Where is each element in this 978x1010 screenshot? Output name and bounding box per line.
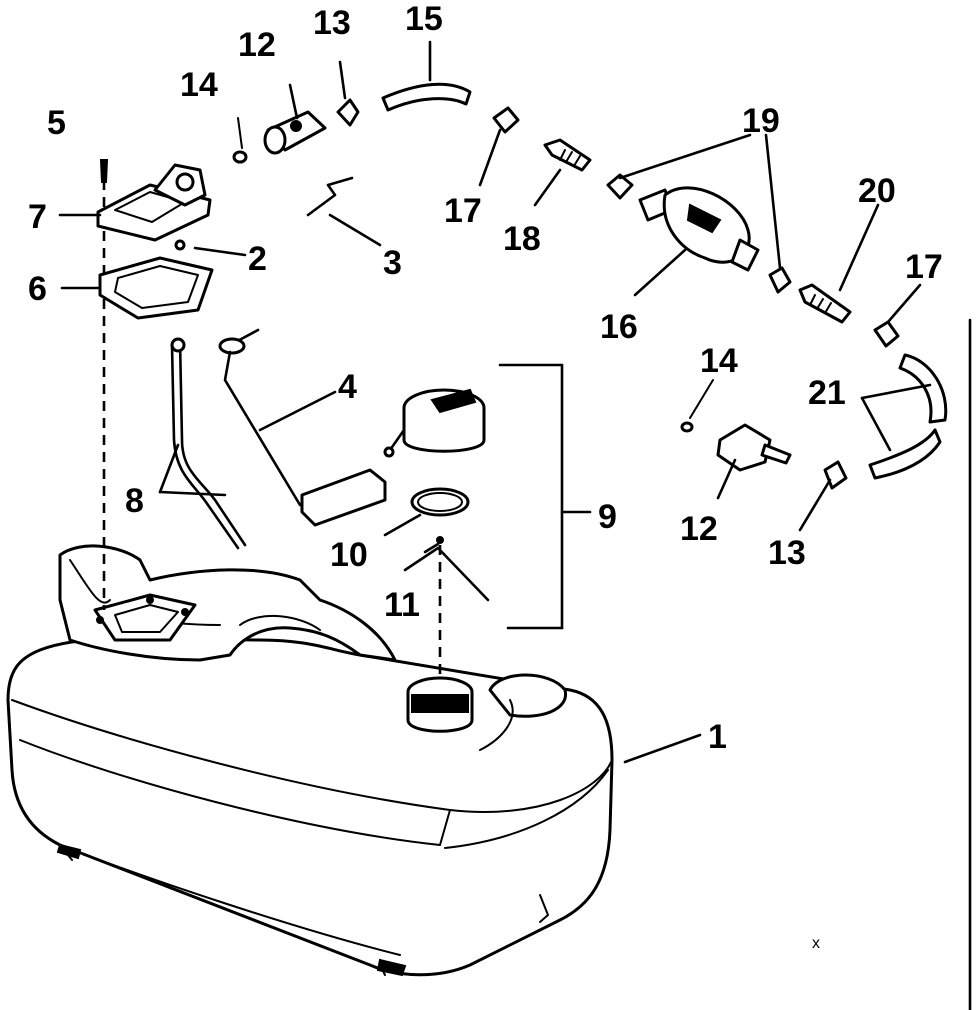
gasket-part-6: [98, 256, 214, 320]
label-13-top: 13: [313, 4, 351, 42]
label-3: 3: [383, 244, 402, 282]
gasket-ring-inner: [417, 492, 463, 512]
clamp-part-13: [336, 98, 360, 127]
label-11: 11: [384, 586, 420, 624]
fuel-tank: [6, 544, 614, 977]
clamp-part-17-upper: [492, 106, 520, 134]
label-9: 9: [598, 498, 617, 536]
label-14-top: 14: [180, 66, 218, 104]
label-4: 4: [338, 368, 357, 406]
clamp-part-19-left: [606, 173, 634, 200]
leader-lines: [58, 40, 932, 764]
label-19: 19: [742, 102, 780, 140]
label-8: 8: [125, 482, 144, 520]
label-18: 18: [503, 220, 541, 258]
hose-part-21-upper: [898, 353, 948, 424]
label-7: 7: [28, 198, 47, 236]
float-gauge-part-4: [218, 328, 387, 527]
label-10: 10: [330, 536, 368, 574]
label-2: 2: [248, 240, 267, 278]
label-16: 16: [600, 308, 638, 346]
label-21: 21: [808, 374, 846, 412]
hose-part-21-lower: [868, 428, 942, 480]
clamp-part-19-right: [768, 266, 792, 294]
label-1: 1: [708, 718, 727, 756]
clamp-part-17-right: [873, 320, 900, 348]
o-ring-part-14-right: [680, 421, 694, 433]
screw-part-5: [99, 159, 109, 183]
gauge-housing-part-7: [96, 163, 212, 242]
check-ball-part-2: [174, 239, 186, 251]
fitting-part-20: [798, 283, 852, 324]
connector-part-12-right: [716, 423, 792, 472]
label-14-right: 14: [700, 342, 738, 380]
label-15: 15: [405, 0, 443, 38]
primer-bulb-part-16: [638, 186, 760, 272]
label-17-left: 17: [444, 192, 482, 230]
label-5: 5: [47, 104, 66, 142]
pickup-tube-part-8: [170, 337, 247, 550]
label-17-right: 17: [905, 248, 943, 286]
label-12-right: 12: [680, 510, 718, 548]
fitting-part-18: [543, 138, 592, 172]
label-6: 6: [28, 270, 47, 308]
vent-part-11: [436, 536, 444, 544]
bracket-part-3: [306, 176, 354, 217]
corner-mark: x: [812, 935, 820, 952]
label-13-right: 13: [768, 534, 806, 572]
label-12-top: 12: [238, 26, 276, 64]
filler-cap-part-9: [383, 388, 486, 458]
o-ring-part-14: [232, 150, 248, 164]
connector-part-12: [263, 110, 327, 155]
hose-part-15: [381, 82, 472, 112]
label-20: 20: [858, 172, 896, 210]
